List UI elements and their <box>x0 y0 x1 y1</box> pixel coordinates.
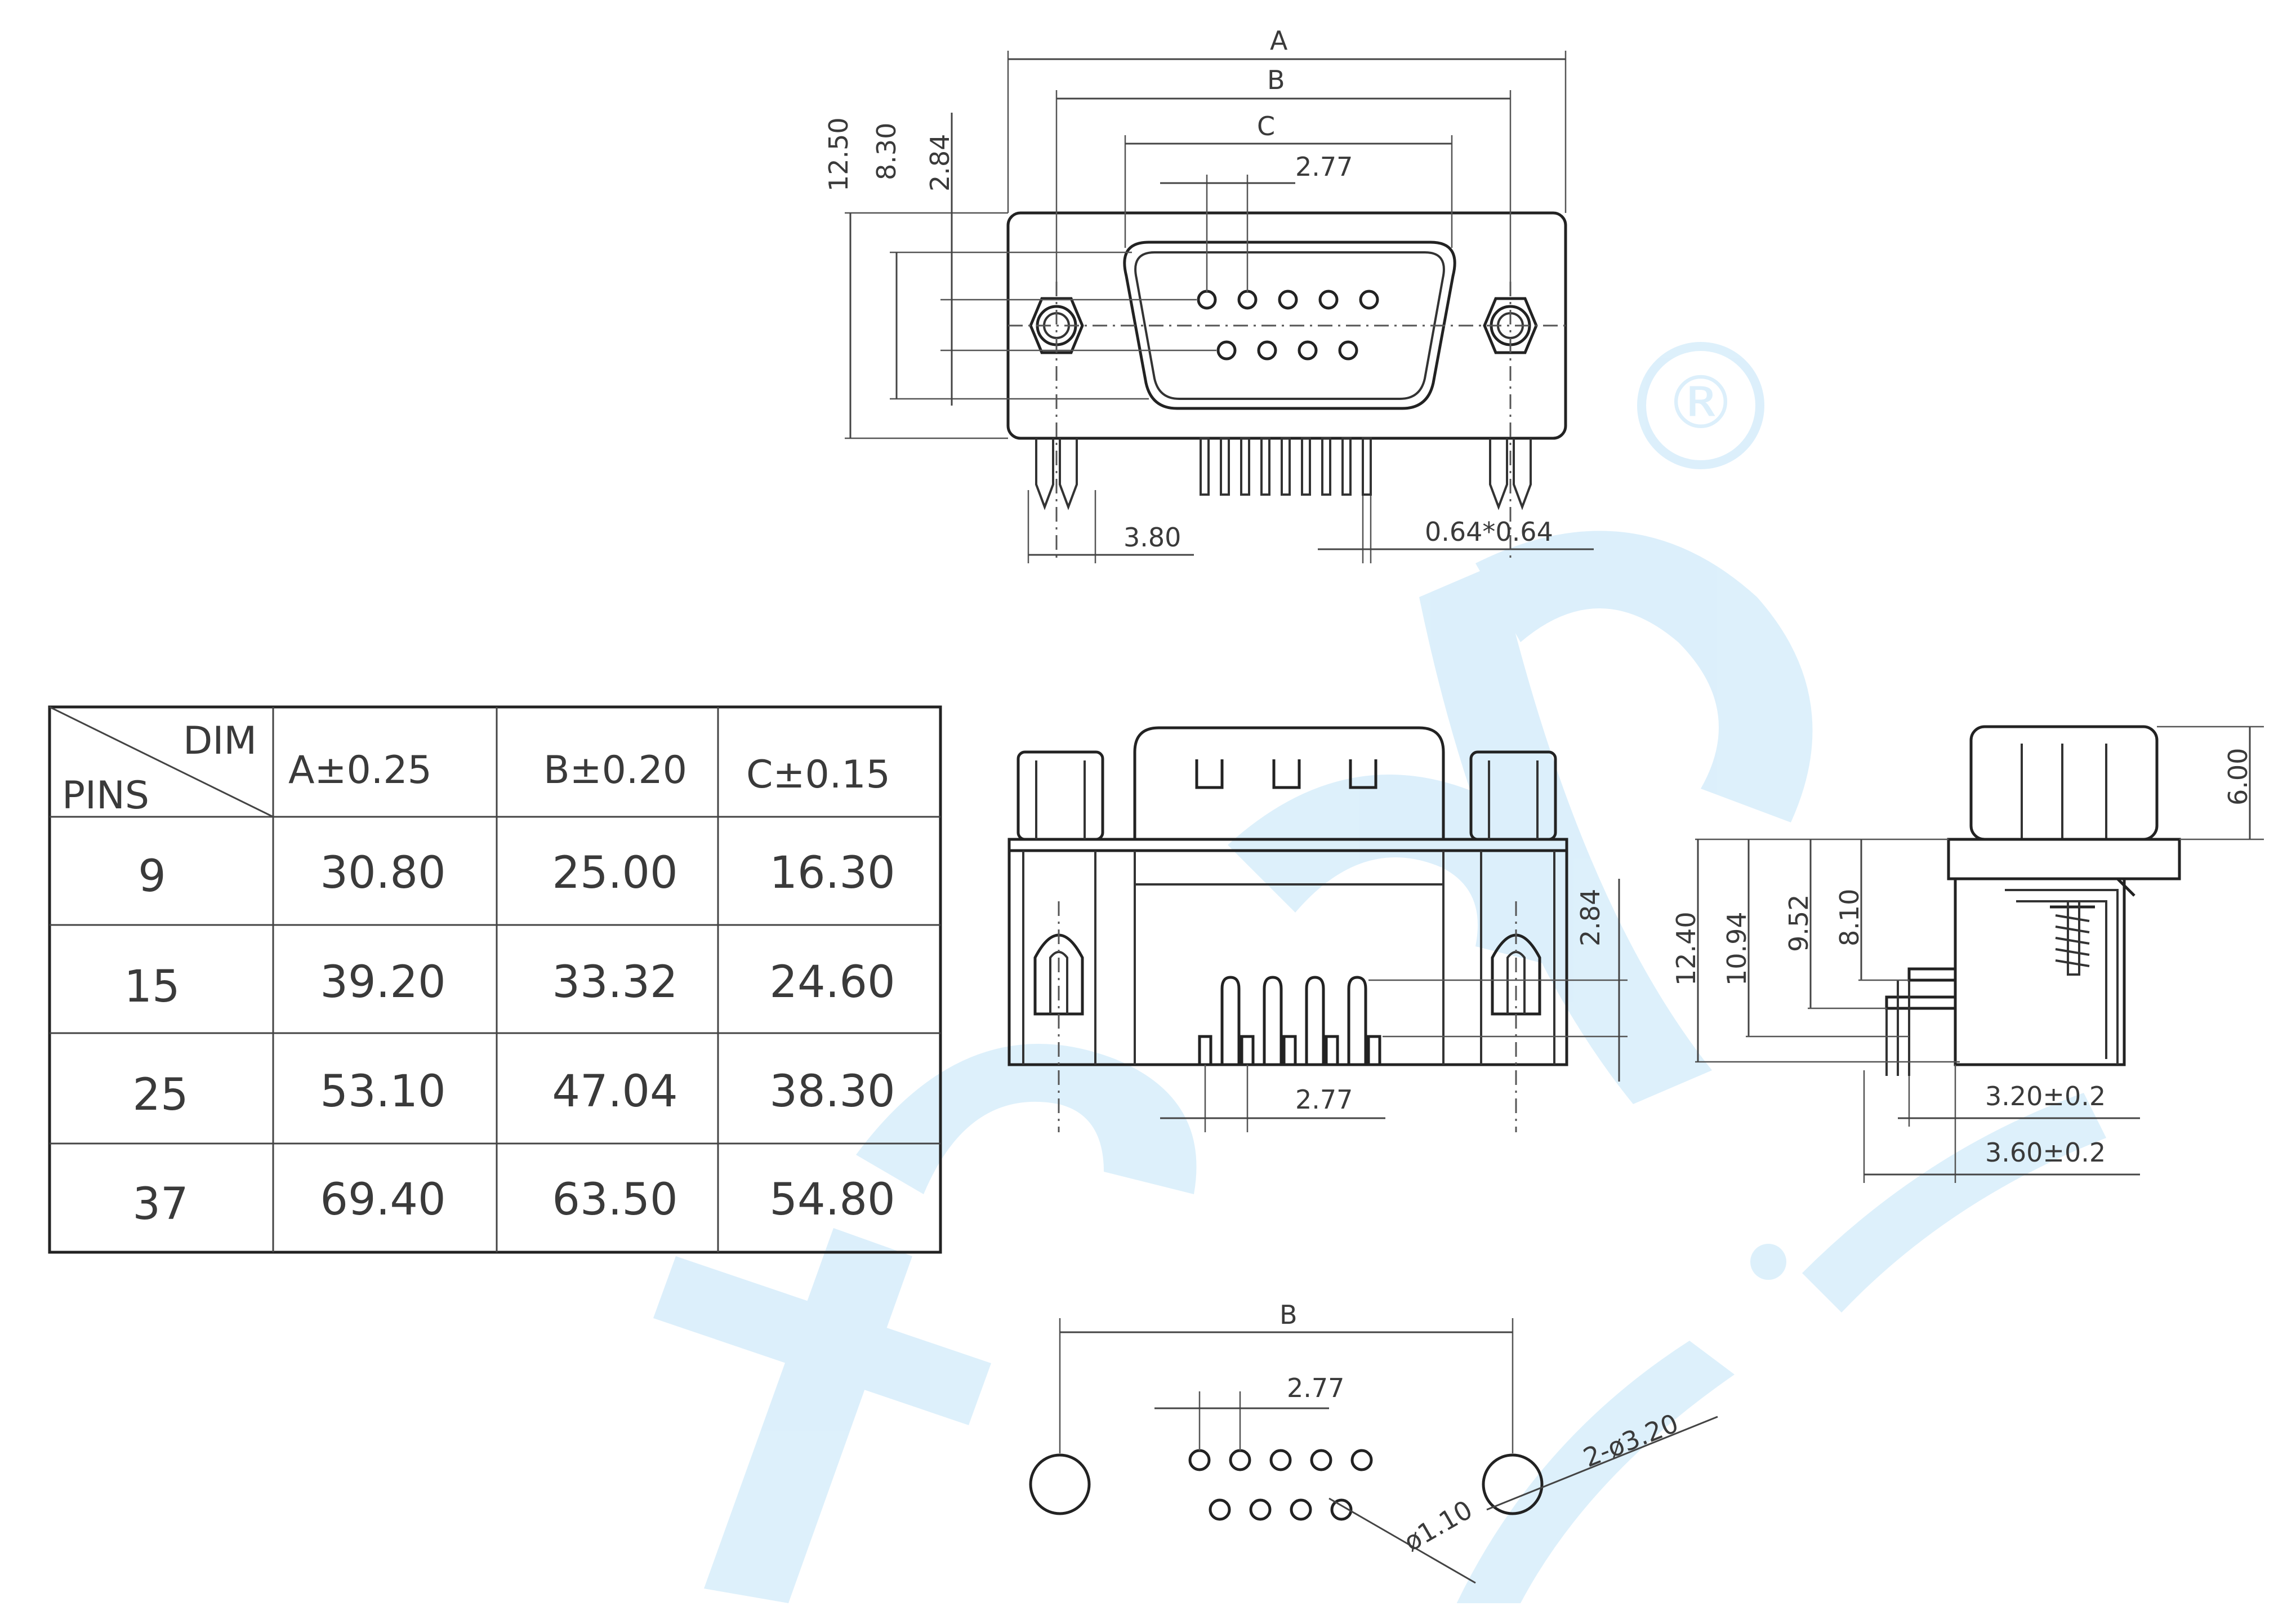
footprint-label-b: B <box>1279 1300 1298 1330</box>
mount-hole-right <box>1482 1453 1544 1515</box>
board-lock-right <box>1489 438 1532 510</box>
board-lock-left <box>1035 438 1078 510</box>
dim-label-a: A <box>1270 25 1288 56</box>
table-row: 9 30.80 25.00 16.30 <box>138 848 895 902</box>
registered-mark: ® <box>1664 360 1737 446</box>
table-cell-b: 25.00 <box>552 848 677 898</box>
table-header-c: C±0.15 <box>746 753 890 797</box>
dimension-table: DIM PINS A±0.25 B±0.20 C±0.15 9 30.80 25… <box>48 705 942 1254</box>
front-shell <box>1006 211 1567 440</box>
table-cell-b: 47.04 <box>552 1066 677 1117</box>
dim-side-pin-offset-2: 3.60±0.2 <box>1985 1137 2106 1168</box>
table-cell-pins: 15 <box>124 962 180 1012</box>
table-cell-a: 53.10 <box>320 1066 445 1117</box>
table-cell-pins: 9 <box>138 851 166 902</box>
table-cell-b: 33.32 <box>552 957 677 1008</box>
pcb-pins <box>1200 437 1372 496</box>
dim-front-leg-offset: 3.80 <box>1124 522 1181 553</box>
table-cell-a: 30.80 <box>320 848 445 898</box>
mount-hole-left <box>1029 1453 1091 1515</box>
table-cell-c: 54.80 <box>769 1175 895 1225</box>
table-cell-c: 24.60 <box>769 957 895 1008</box>
dim-side-pin-offset-1: 3.20±0.2 <box>1985 1081 2106 1111</box>
dim-side-h4: 8.10 <box>1834 889 1865 946</box>
front-view: A B C 2.77 12.50 8.30 2.84 3.80 <box>823 25 1594 563</box>
dim-label-c: C <box>1257 111 1275 141</box>
table-header-a: A±0.25 <box>288 748 432 793</box>
dim-front-pitch: 2.77 <box>1295 152 1353 182</box>
dim-footprint-pin-hole: ø1.10 <box>1399 1494 1478 1557</box>
table-cell-pins: 25 <box>132 1070 188 1120</box>
table-cell-b: 63.50 <box>552 1175 677 1225</box>
table-header-b: B±0.20 <box>543 748 687 793</box>
table-cell-a: 39.20 <box>320 957 445 1008</box>
watermark: ® <box>653 342 2106 1606</box>
dim-front-height-total: 12.50 <box>823 117 854 192</box>
table-row: 15 39.20 33.32 24.60 <box>124 957 895 1012</box>
pin-row-top <box>1197 290 1379 310</box>
dim-footprint-pitch: 2.77 <box>1287 1373 1344 1403</box>
table-corner-dim: DIM <box>183 719 257 763</box>
footprint-view: B 2.77 2-ø3.20 ø1.10 <box>1029 1300 1718 1584</box>
table-corner-pins: PINS <box>62 773 149 818</box>
table-cell-a: 69.40 <box>320 1175 445 1225</box>
table-cell-c: 16.30 <box>769 848 895 898</box>
table-row: 37 69.40 63.50 54.80 <box>132 1175 895 1230</box>
dim-front-pin-section: 0.64*0.64 <box>1425 517 1553 547</box>
pin-row-bottom <box>1216 340 1358 361</box>
dim-side-h3: 9.52 <box>1784 895 1814 952</box>
table-cell-pins: 37 <box>132 1179 188 1230</box>
dim-front-height-mid: 8.30 <box>871 123 902 180</box>
footprint-pin-holes <box>1188 1449 1373 1521</box>
table-cell-c: 38.30 <box>769 1066 895 1117</box>
dim-bottom-pitch: 2.77 <box>1295 1084 1353 1115</box>
d-sub-shroud <box>1123 241 1456 410</box>
table-row: 25 53.10 47.04 38.30 <box>132 1066 895 1120</box>
bottom-view: 2.84 2.77 <box>1007 726 1628 1132</box>
side-view: 6.00 12.40 10.94 9.52 8.10 3.20±0.2 3.60… <box>1671 725 2264 1183</box>
side-spring <box>2050 900 2095 976</box>
dim-side-total-height: 12.40 <box>1671 911 1701 986</box>
dim-side-shell-height: 6.00 <box>2223 748 2253 806</box>
dim-label-b: B <box>1267 65 1285 95</box>
dim-bottom-row-spacing: 2.84 <box>1575 889 1606 946</box>
dim-side-h2: 10.94 <box>1722 911 1752 986</box>
bottom-pins <box>1198 976 1381 1066</box>
dim-front-row-spacing: 2.84 <box>925 134 955 192</box>
